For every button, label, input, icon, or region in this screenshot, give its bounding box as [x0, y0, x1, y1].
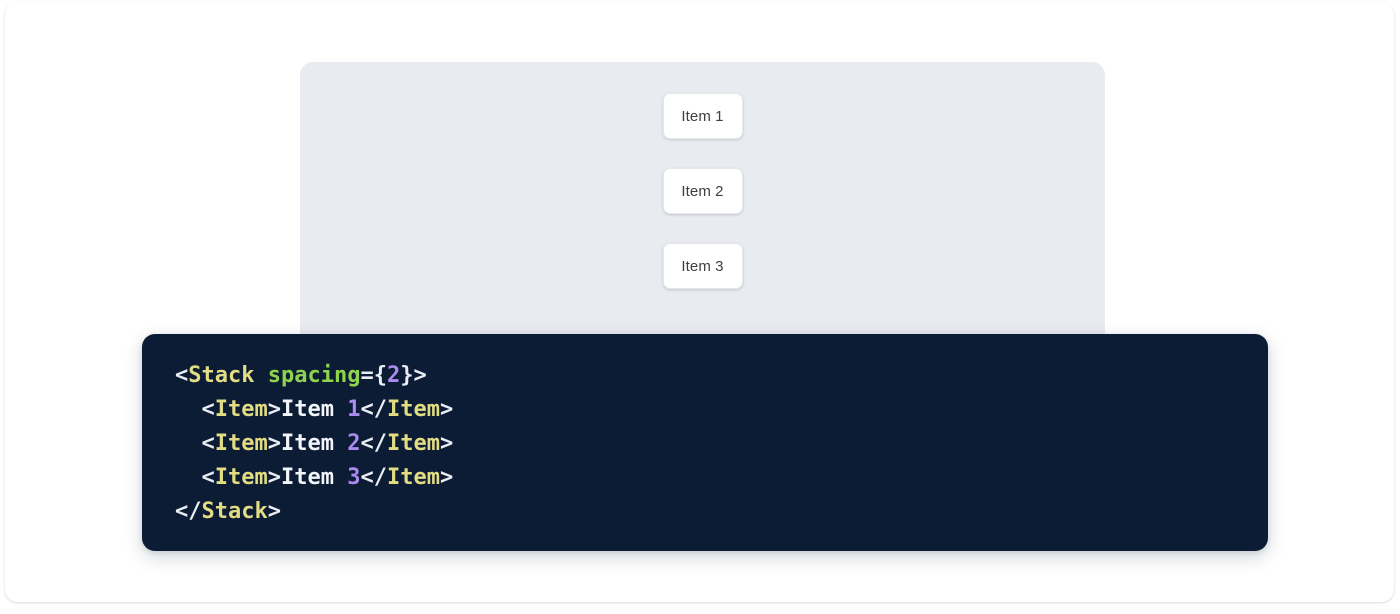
code-token-punct: >: [439, 397, 454, 422]
code-token-punct: >: [267, 499, 281, 524]
code-token-punct: >: [267, 465, 281, 490]
code-token-tag: Stack: [201, 499, 268, 524]
code-token-tag: Item: [386, 431, 440, 456]
stack-item-label: Item 2: [681, 182, 724, 200]
code-token-punct: =: [360, 363, 374, 388]
code-token-punct: <: [201, 397, 215, 422]
code-token-tag: Stack: [188, 363, 255, 388]
code-token-punct: </: [360, 431, 387, 456]
stack-item[interactable]: Item 3: [662, 243, 743, 289]
code-token-punct: <: [201, 465, 215, 490]
code-token-punct: >: [267, 397, 281, 422]
stack-item-label: Item 3: [681, 257, 724, 275]
stack-item-label: Item 1: [681, 107, 724, 125]
code-line: <Item>Item 3</Item>: [175, 461, 1238, 495]
code-token-tag: Item: [214, 465, 268, 490]
code-token-num: 2: [386, 363, 401, 388]
code-token-punct: [175, 431, 202, 456]
code-token-text: Item: [280, 431, 348, 456]
code-token-punct: >: [267, 431, 281, 456]
code-line: <Stack spacing={2}>: [175, 359, 1238, 393]
code-snippet-block[interactable]: <Stack spacing={2}> <Item>Item 1</Item> …: [142, 334, 1268, 551]
code-token-tag: Item: [386, 465, 440, 490]
code-token-tag: Item: [386, 397, 440, 422]
code-token-punct: >: [439, 465, 454, 490]
code-token-punct: [254, 363, 267, 388]
code-token-attr: spacing: [267, 363, 361, 388]
code-token-punct: </: [360, 397, 387, 422]
code-token-punct: </: [175, 499, 202, 524]
code-token-punct: {: [373, 363, 387, 388]
code-token-num: 3: [347, 465, 361, 490]
code-token-num: 1: [347, 397, 361, 422]
code-token-punct: <: [201, 431, 215, 456]
code-token-punct: >: [413, 363, 427, 388]
code-snippet-text: <Stack spacing={2}> <Item>Item 1</Item> …: [175, 359, 1238, 529]
code-token-text: Item: [280, 465, 348, 490]
code-token-tag: Item: [214, 431, 268, 456]
stack-container: Item 1 Item 2 Item 3: [300, 62, 1105, 289]
code-token-punct: </: [360, 465, 387, 490]
code-token-num: 2: [347, 431, 361, 456]
code-token-punct: >: [439, 431, 454, 456]
code-line: <Item>Item 1</Item>: [175, 393, 1238, 427]
component-preview-panel: Item 1 Item 2 Item 3: [300, 62, 1105, 347]
code-line: <Item>Item 2</Item>: [175, 427, 1238, 461]
code-token-text: Item: [280, 397, 348, 422]
code-line: </Stack>: [175, 495, 1238, 529]
code-token-tag: Item: [214, 397, 268, 422]
stack-item[interactable]: Item 2: [662, 168, 743, 214]
code-token-punct: <: [175, 363, 189, 388]
code-token-punct: [175, 465, 202, 490]
code-token-punct: [175, 397, 202, 422]
code-token-punct: }: [400, 363, 414, 388]
stack-item[interactable]: Item 1: [662, 93, 743, 139]
